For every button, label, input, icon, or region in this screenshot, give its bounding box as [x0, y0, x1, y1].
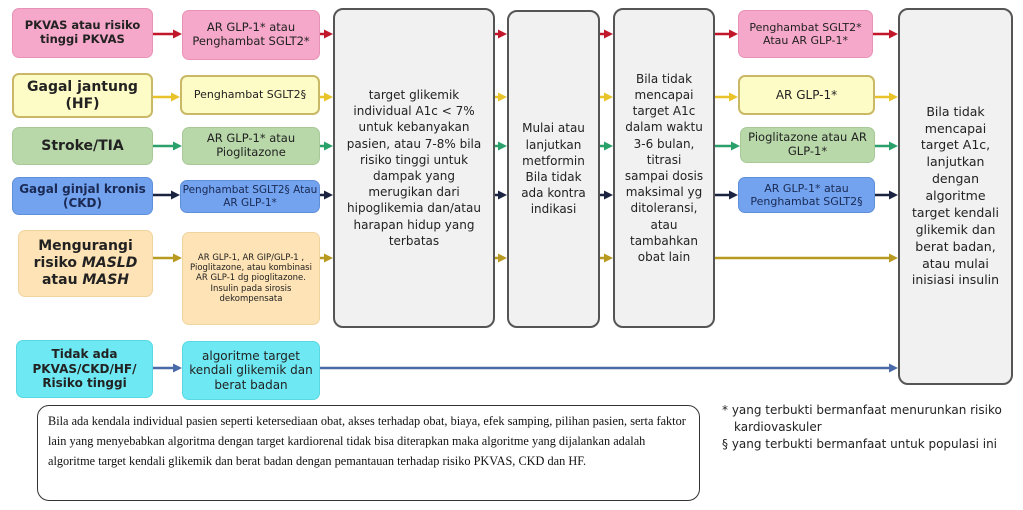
footnote-asterisk: * yang terbukti bermanfaat menurunkan ri… — [722, 403, 1002, 434]
therapy-hf: Penghambat SGLT2§ — [180, 75, 320, 115]
arrow-head — [173, 363, 182, 373]
arrow-head — [889, 92, 898, 102]
arrow-head — [731, 141, 740, 151]
second-therapy-pkvas: Penghambat SGLT2* Atau AR GLP-1* — [738, 10, 873, 58]
footnotes: * yang terbukti bermanfaat menurunkan ri… — [722, 402, 1023, 453]
arrow-head — [498, 29, 507, 39]
arrow-head — [498, 141, 507, 151]
arrow-head — [729, 92, 738, 102]
arrow-head — [889, 363, 898, 373]
condition-stroke: Stroke/TIA — [12, 127, 153, 165]
arrow-head — [173, 253, 182, 263]
arrow-head — [171, 190, 180, 200]
arrow-head — [324, 92, 333, 102]
condition-none: Tidak ada PKVAS/CKD/HF/ Risiko tinggi — [16, 340, 153, 398]
arrow-head — [889, 29, 898, 39]
second-therapy-stroke: Pioglitazone atau AR GLP-1* — [740, 127, 875, 163]
titration-box: Bila tidak mencapai target A1c dalam wak… — [613, 8, 715, 328]
arrow-head — [324, 190, 333, 200]
arrow-head — [889, 141, 898, 151]
second-therapy-hf: AR GLP-1* — [738, 75, 875, 115]
arrow-head — [498, 190, 507, 200]
note-box: Bila ada kendala individual pasien seper… — [37, 405, 700, 501]
therapy-none: algoritme target kendali glikemik dan be… — [182, 341, 320, 400]
glycemic-target-box: target glikemik individual A1c < 7% untu… — [333, 8, 495, 328]
arrow-head — [324, 29, 333, 39]
arrow-head — [498, 253, 507, 263]
arrow-head — [604, 92, 613, 102]
condition-heart-failure: Gagal jantung (HF) — [12, 73, 153, 118]
condition-pkvas: PKVAS atau risiko tinggi PKVAS — [12, 8, 153, 58]
arrow-head — [324, 253, 333, 263]
arrow-head — [604, 253, 613, 263]
second-therapy-ckd: AR GLP-1* atau Penghambat SGLT2§ — [738, 177, 875, 213]
arrow-head — [173, 141, 182, 151]
therapy-ckd: Penghambat SGLT2§ Atau AR GLP-1* — [180, 180, 320, 213]
arrow-head — [171, 92, 180, 102]
footnote-section: § yang terbukti bermanfaat untuk populas… — [722, 437, 998, 451]
final-step-box: Bila tidak mencapai target A1c, lanjutka… — [898, 8, 1013, 385]
metformin-box: Mulai atau lanjutkan metformin Bila tida… — [507, 10, 600, 328]
therapy-pkvas: AR GLP-1* atau Penghambat SGLT2* — [182, 10, 320, 60]
condition-masld: Mengurangi risiko MASLD atau MASH — [18, 230, 153, 297]
arrow-head — [324, 141, 333, 151]
arrow-head — [498, 92, 507, 102]
therapy-stroke: AR GLP-1* atau Pioglitazone — [182, 127, 320, 165]
therapy-masld: AR GLP-1, AR GIP/GLP-1 , Pioglitazone, a… — [182, 232, 320, 325]
arrow-head — [604, 190, 613, 200]
arrow-head — [604, 141, 613, 151]
arrow-head — [173, 29, 182, 39]
arrow-head — [889, 190, 898, 200]
arrow-head — [729, 190, 738, 200]
condition-ckd: Gagal ginjal kronis (CKD) — [12, 177, 153, 215]
arrow-head — [889, 253, 898, 263]
arrow-head — [604, 29, 613, 39]
arrow-head — [729, 29, 738, 39]
